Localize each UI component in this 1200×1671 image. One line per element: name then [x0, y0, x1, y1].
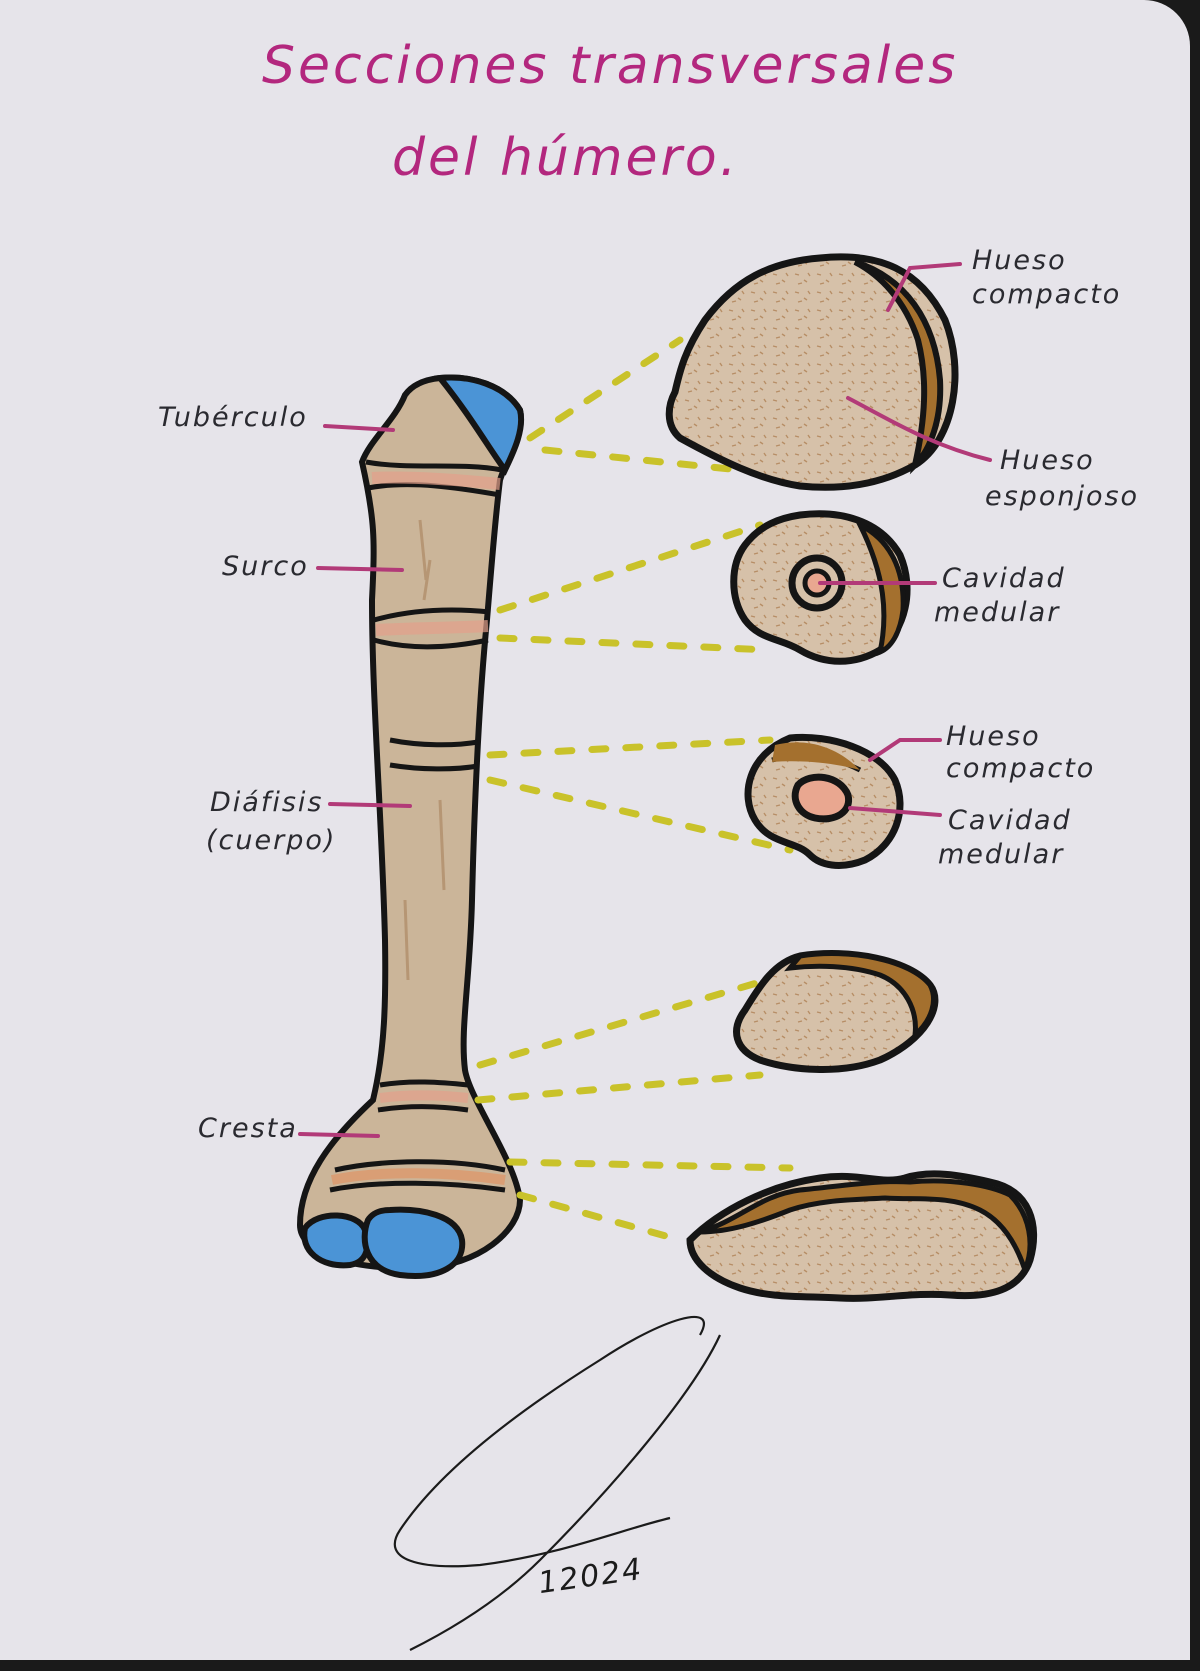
- label-cuerpo: (cuerpo): [206, 825, 337, 856]
- capitulum-cartilage: [301, 1212, 371, 1269]
- section-4-lower-shaft: [733, 950, 939, 1073]
- compact-bone-rim: [853, 259, 944, 475]
- label-hueso-compacto-2b: compacto: [946, 753, 1096, 784]
- label-diafisis: Diáfisis: [210, 787, 324, 818]
- section-3-mid-shaft: [744, 733, 904, 869]
- humeral-head-cartilage: [434, 374, 525, 476]
- label-hueso-compacto-1b: compacto: [972, 279, 1122, 310]
- leader-lines: [298, 262, 992, 1138]
- label-cavidad-medular-1b: medular: [934, 597, 1061, 628]
- trochlea-cartilage: [361, 1206, 466, 1279]
- label-hueso-esponjoso-b: esponjoso: [985, 481, 1140, 512]
- label-cresta: Cresta: [198, 1113, 298, 1144]
- title-line-1: Secciones transversales: [262, 36, 959, 96]
- label-hueso-compacto-2a: Hueso: [946, 721, 1041, 752]
- guide-dashes: [474, 336, 794, 1244]
- section-5-distal: [686, 1170, 1038, 1302]
- label-cavidad-medular-2b: medular: [938, 839, 1065, 870]
- label-hueso-compacto-1a: Hueso: [972, 245, 1067, 276]
- title-line-2: del húmero.: [392, 128, 740, 188]
- medullary-cavity-2: [791, 773, 853, 823]
- section-2-upper-shaft: [730, 510, 911, 665]
- signature-scribble: [393, 1315, 721, 1651]
- label-cavidad-medular-2a: Cavidad: [948, 805, 1072, 836]
- section-1-head: [665, 253, 959, 491]
- humerus: [296, 374, 525, 1279]
- label-tuberculo: Tubérculo: [158, 402, 308, 433]
- label-hueso-esponjoso-a: Hueso: [1000, 445, 1095, 476]
- label-cavidad-medular-1a: Cavidad: [942, 563, 1066, 594]
- label-surco: Surco: [222, 551, 309, 582]
